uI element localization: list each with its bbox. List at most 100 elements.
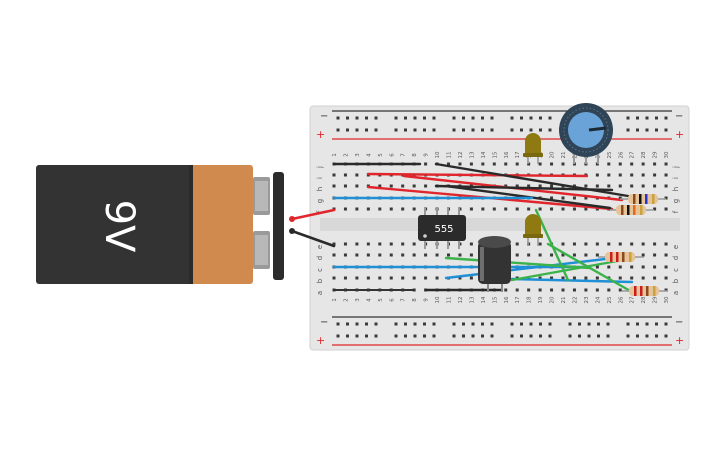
breadboard-hole[interactable] bbox=[515, 253, 519, 257]
breadboard-hole[interactable] bbox=[435, 276, 439, 280]
breadboard-hole[interactable] bbox=[550, 162, 554, 166]
breadboard-hole[interactable] bbox=[607, 265, 611, 269]
rail-hole[interactable] bbox=[597, 322, 600, 326]
breadboard-hole[interactable] bbox=[366, 276, 370, 280]
breadboard-hole[interactable] bbox=[572, 207, 576, 211]
led-1[interactable] bbox=[523, 133, 543, 164]
wires[interactable] bbox=[290, 162, 636, 294]
rail-hole[interactable] bbox=[520, 322, 523, 326]
rail-hole[interactable] bbox=[587, 334, 591, 338]
breadboard-hole[interactable] bbox=[401, 184, 405, 188]
breadboard-hole[interactable] bbox=[378, 207, 382, 211]
breadboard-hole[interactable] bbox=[618, 288, 622, 292]
breadboard-hole[interactable] bbox=[653, 184, 657, 188]
rail-hole[interactable] bbox=[626, 334, 630, 338]
breadboard-hole[interactable] bbox=[389, 242, 393, 246]
breadboard-hole[interactable] bbox=[527, 207, 531, 211]
rail-hole[interactable] bbox=[568, 322, 572, 326]
breadboard-hole[interactable] bbox=[572, 242, 576, 246]
breadboard-hole[interactable] bbox=[630, 184, 634, 188]
breadboard-hole[interactable] bbox=[584, 253, 588, 257]
breadboard-hole[interactable] bbox=[550, 196, 554, 200]
rail-hole[interactable] bbox=[529, 128, 533, 132]
pot-knob[interactable] bbox=[568, 112, 604, 148]
breadboard-hole[interactable] bbox=[584, 242, 588, 246]
breadboard-hole[interactable] bbox=[481, 162, 485, 166]
breadboard-hole[interactable] bbox=[584, 288, 588, 292]
breadboard-hole[interactable] bbox=[343, 207, 347, 211]
breadboard-hole[interactable] bbox=[550, 184, 554, 188]
breadboard-hole[interactable] bbox=[664, 253, 668, 257]
breadboard-hole[interactable] bbox=[343, 276, 347, 280]
breadboard-hole[interactable] bbox=[389, 253, 393, 257]
rail-hole[interactable] bbox=[374, 128, 378, 132]
breadboard-hole[interactable] bbox=[618, 184, 622, 188]
wire-battery-positive[interactable] bbox=[290, 208, 336, 221]
breadboard-hole[interactable] bbox=[366, 207, 370, 211]
rail-hole[interactable] bbox=[664, 128, 668, 132]
rail-hole[interactable] bbox=[645, 128, 649, 132]
breadboard-hole[interactable] bbox=[469, 162, 473, 166]
rail-hole[interactable] bbox=[452, 322, 456, 326]
breadboard-hole[interactable] bbox=[561, 253, 565, 257]
breadboard-hole[interactable] bbox=[618, 242, 622, 246]
breadboard-hole[interactable] bbox=[630, 265, 634, 269]
rail-hole[interactable] bbox=[471, 128, 475, 132]
rail-hole[interactable] bbox=[597, 334, 600, 338]
rail-hole[interactable] bbox=[374, 334, 378, 338]
rail-hole[interactable] bbox=[568, 334, 572, 338]
rail-hole[interactable] bbox=[355, 334, 359, 338]
breadboard-hole[interactable] bbox=[561, 196, 565, 200]
rail-hole[interactable] bbox=[510, 322, 514, 326]
breadboard-hole[interactable] bbox=[595, 242, 599, 246]
breadboard-hole[interactable] bbox=[355, 207, 359, 211]
breadboard-hole[interactable] bbox=[618, 276, 622, 280]
rail-hole[interactable] bbox=[346, 334, 349, 338]
rail-hole[interactable] bbox=[548, 116, 552, 120]
breadboard-hole[interactable] bbox=[332, 276, 336, 280]
breadboard-hole[interactable] bbox=[584, 196, 588, 200]
breadboard-hole[interactable] bbox=[401, 242, 405, 246]
rail-hole[interactable] bbox=[520, 128, 523, 132]
breadboard-hole[interactable] bbox=[424, 184, 428, 188]
breadboard-hole[interactable] bbox=[653, 253, 657, 257]
rail-hole[interactable] bbox=[490, 128, 494, 132]
rail-hole[interactable] bbox=[578, 322, 581, 326]
rail-hole[interactable] bbox=[355, 116, 359, 120]
breadboard-hole[interactable] bbox=[412, 207, 416, 211]
breadboard-hole[interactable] bbox=[515, 242, 519, 246]
breadboard-hole[interactable] bbox=[664, 184, 668, 188]
rail-hole[interactable] bbox=[481, 128, 484, 132]
breadboard-hole[interactable] bbox=[538, 184, 542, 188]
rail-hole[interactable] bbox=[636, 128, 639, 132]
breadboard-hole[interactable] bbox=[401, 207, 405, 211]
rail-hole[interactable] bbox=[394, 116, 398, 120]
breadboard-hole[interactable] bbox=[630, 276, 634, 280]
rail-hole[interactable] bbox=[510, 334, 514, 338]
breadboard-hole[interactable] bbox=[412, 276, 416, 280]
rail-hole[interactable] bbox=[432, 116, 436, 120]
breadboard-hole[interactable] bbox=[515, 162, 519, 166]
breadboard-hole[interactable] bbox=[355, 242, 359, 246]
breadboard-hole[interactable] bbox=[538, 276, 542, 280]
rail-hole[interactable] bbox=[404, 334, 407, 338]
rail-hole[interactable] bbox=[394, 334, 398, 338]
breadboard-hole[interactable] bbox=[572, 253, 576, 257]
rail-hole[interactable] bbox=[606, 322, 610, 326]
breadboard-hole[interactable] bbox=[618, 265, 622, 269]
breadboard-hole[interactable] bbox=[550, 276, 554, 280]
breadboard-hole[interactable] bbox=[653, 162, 657, 166]
resistor-4[interactable] bbox=[622, 286, 668, 296]
breadboard-hole[interactable] bbox=[653, 276, 657, 280]
rail-hole[interactable] bbox=[346, 128, 349, 132]
rail-hole[interactable] bbox=[374, 116, 378, 120]
rail-hole[interactable] bbox=[664, 322, 668, 326]
rail-hole[interactable] bbox=[432, 322, 436, 326]
wire-blue-3[interactable] bbox=[444, 255, 624, 280]
breadboard-hole[interactable] bbox=[538, 162, 542, 166]
breadboard-hole[interactable] bbox=[447, 253, 450, 257]
rail-hole[interactable] bbox=[655, 334, 658, 338]
breadboard-hole[interactable] bbox=[653, 173, 657, 177]
rail-hole[interactable] bbox=[645, 322, 649, 326]
rail-hole[interactable] bbox=[578, 334, 581, 338]
